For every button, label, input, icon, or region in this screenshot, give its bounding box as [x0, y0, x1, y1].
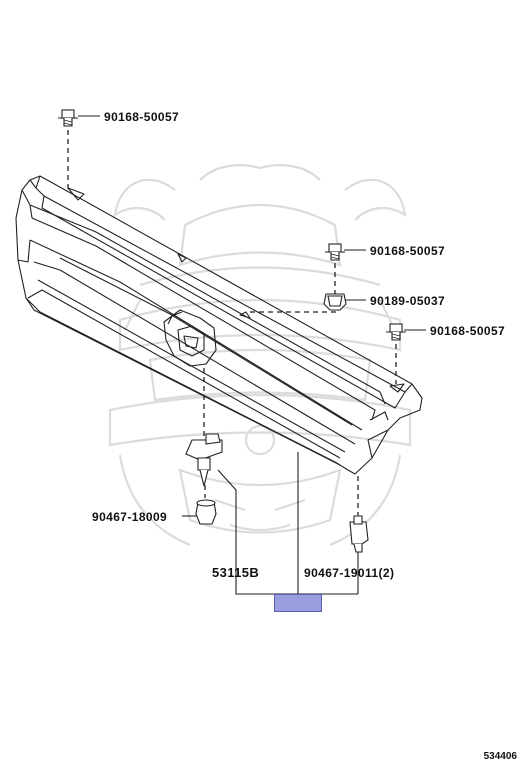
part-label-grommet-left: 90467-18009	[92, 510, 168, 524]
part-label-bolt-mid: 90168-50057	[370, 244, 446, 258]
bolt-right	[386, 323, 406, 341]
part-label-clip-right: 90467-19011(2)	[304, 566, 395, 580]
grommet-left	[195, 499, 217, 525]
bolt-mid	[325, 243, 345, 261]
clip-right	[349, 515, 369, 553]
bolt-top	[58, 109, 78, 127]
part-label-bolt-right: 90168-50057	[430, 324, 506, 338]
part-label-grille-assembly: 53115B	[212, 565, 260, 580]
figure-number: 534406	[483, 751, 517, 762]
watermark-logo	[108, 164, 412, 547]
clip-left	[185, 433, 223, 487]
radiator-grille	[15, 175, 423, 475]
part-label-nut-mid: 90189-05037	[370, 294, 446, 308]
assembly-guide-lines	[67, 130, 397, 518]
part-label-bolt-top: 90168-50057	[104, 110, 180, 124]
highlighted-part-box[interactable]	[274, 594, 322, 612]
nut-mid	[323, 293, 347, 311]
